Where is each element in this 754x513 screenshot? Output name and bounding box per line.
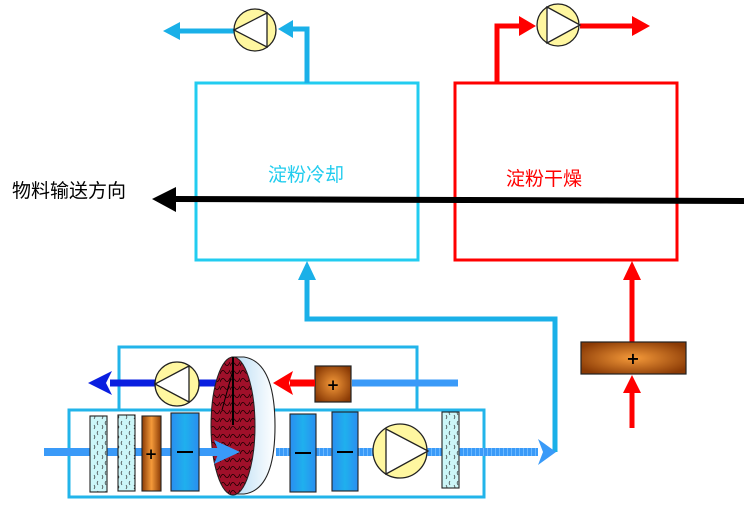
starch-drying-label: 淀粉干燥 [506, 168, 583, 190]
heater-symbol: + [327, 376, 340, 394]
pre-cooler-icon [170, 412, 200, 492]
material-flow-arrow [152, 187, 745, 212]
regen-heater-icon: + [314, 365, 352, 403]
drying-chamber [453, 81, 679, 262]
starch-cooling-label: 淀粉冷却 [268, 164, 345, 186]
after-cooler-1-icon [289, 413, 317, 493]
cooling-exhaust-duct [163, 20, 310, 83]
after-cooler-2-icon [331, 411, 359, 492]
filter-1-icon [89, 415, 108, 493]
cooling-supply-duct [298, 261, 558, 452]
regen-fan-icon [153, 361, 200, 407]
drying-exhaust-duct [494, 16, 650, 83]
drying-exhaust-fan-icon [536, 3, 582, 47]
drying-supply-duct [623, 261, 641, 428]
drying-heater-icon: + [580, 341, 687, 375]
heater-symbol: + [626, 349, 639, 368]
supply-fan-icon [372, 423, 430, 479]
regen-hot-air-arrow [273, 371, 315, 395]
filter-3-icon [441, 411, 460, 489]
material-direction-label: 物料输送方向 [12, 180, 127, 202]
filter-2-icon [117, 414, 136, 492]
heater-symbol: + [145, 445, 158, 463]
desiccant-wheel-icon [200, 356, 276, 496]
pre-heater-icon: + [141, 415, 162, 492]
cooling-exhaust-fan-icon [232, 8, 277, 52]
